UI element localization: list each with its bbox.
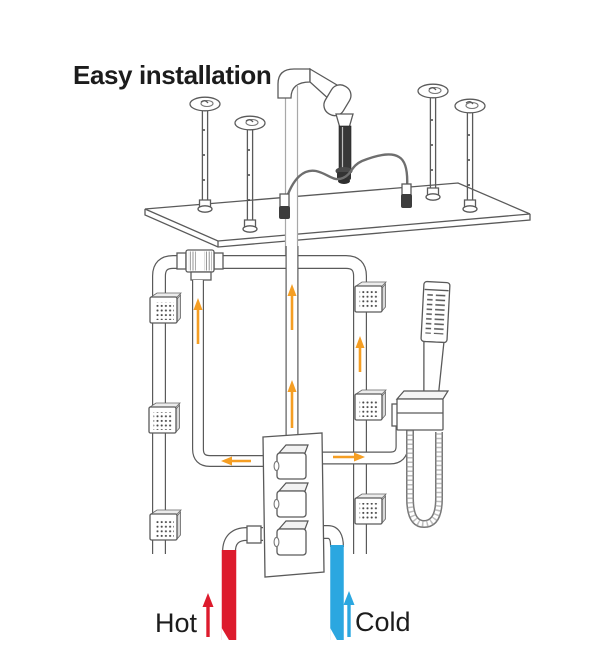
body-jet (149, 292, 182, 324)
valve-knob (273, 482, 309, 518)
hand-shower-hose (406, 430, 443, 529)
valve-knob (273, 444, 309, 480)
flow-arrow-up-icon (287, 380, 297, 428)
hot-arrow-icon (202, 593, 214, 637)
body-jet (148, 402, 181, 434)
cold-water-pipe (330, 545, 344, 641)
hot-inlet-elbow (222, 525, 263, 553)
hose-plug (401, 183, 412, 208)
hand-shower-pipe (322, 426, 409, 465)
flow-arrow-left-icon (221, 456, 251, 466)
cold-inlet-elbow (321, 525, 344, 548)
flow-arrow-up-icon (287, 284, 297, 330)
hanging-rod (234, 115, 266, 233)
hand-shower-holder (391, 390, 450, 431)
branch-pipe-left (192, 280, 265, 467)
thermostatic-valve (262, 432, 325, 578)
cold-inlet-label: Cold (355, 607, 411, 637)
flow-arrow-right-icon (333, 452, 365, 462)
shower-arm-connector (335, 167, 353, 184)
hanging-rod (189, 96, 221, 213)
flow-arrow-up-icon (193, 298, 203, 344)
hot-inlet-label: Hot (155, 608, 198, 638)
hose-plug (279, 193, 290, 219)
hand-shower-wand (420, 280, 451, 401)
hanging-rod (417, 83, 449, 201)
hot-water-pipe (221, 550, 237, 641)
hanging-rod (454, 98, 486, 213)
cold-arrow-icon (343, 591, 355, 637)
body-jet (354, 281, 387, 313)
tee-fitting (176, 249, 224, 281)
connection-hose (279, 153, 412, 219)
shower-supply-pipe-upper (284, 86, 299, 258)
body-jet (149, 509, 182, 541)
diagram-title: Easy installation (73, 60, 272, 90)
distribution-pipe (152, 255, 367, 554)
valve-knob (273, 520, 309, 556)
hand-shower (391, 280, 451, 529)
body-jet (354, 493, 387, 525)
flow-arrow-up-icon (355, 336, 365, 372)
body-jet (354, 389, 387, 421)
